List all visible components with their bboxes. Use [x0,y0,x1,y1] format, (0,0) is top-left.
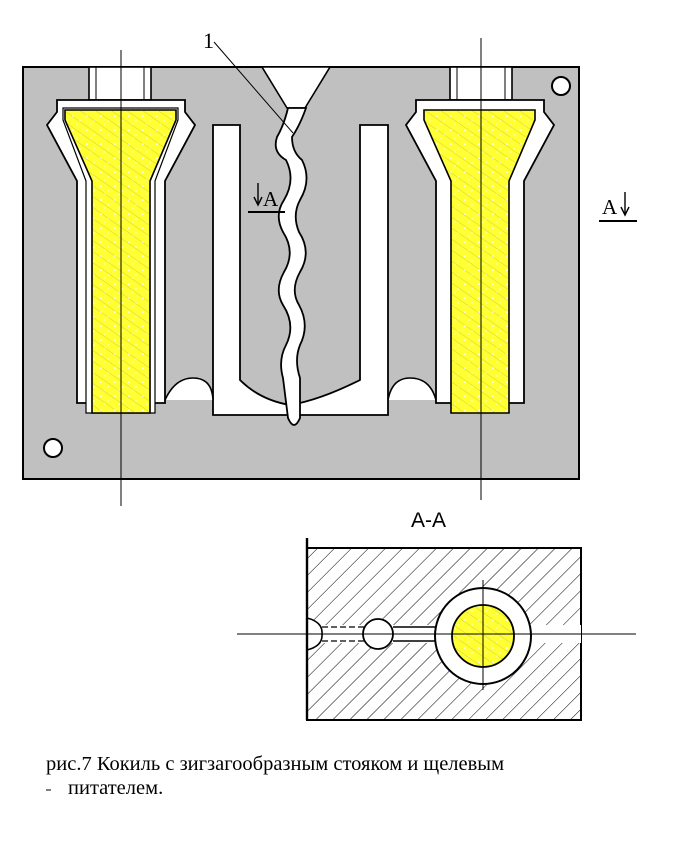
svg-text:A: A [602,195,618,219]
caption-line-1: рис.7 Кокиль с зигзагообразным стояком и… [46,753,505,775]
section-view [305,538,582,721]
part-number-label: 1 [203,28,214,53]
zigzag-sprue [260,66,332,426]
caption-line-2: питателем. [68,777,164,799]
section-mark-right: A [599,192,637,222]
central-cavity [164,124,437,416]
section-title: A-A [411,509,446,532]
alignment-pin-hole [43,438,63,458]
svg-text:A: A [263,187,279,211]
right-casting [423,109,536,414]
leader-line [213,41,294,134]
alignment-pin-hole [551,76,571,96]
figure-caption: рис.7 Кокиль с зигзагообразным стояком и… [46,752,671,800]
section-mark-left: A [248,183,285,213]
